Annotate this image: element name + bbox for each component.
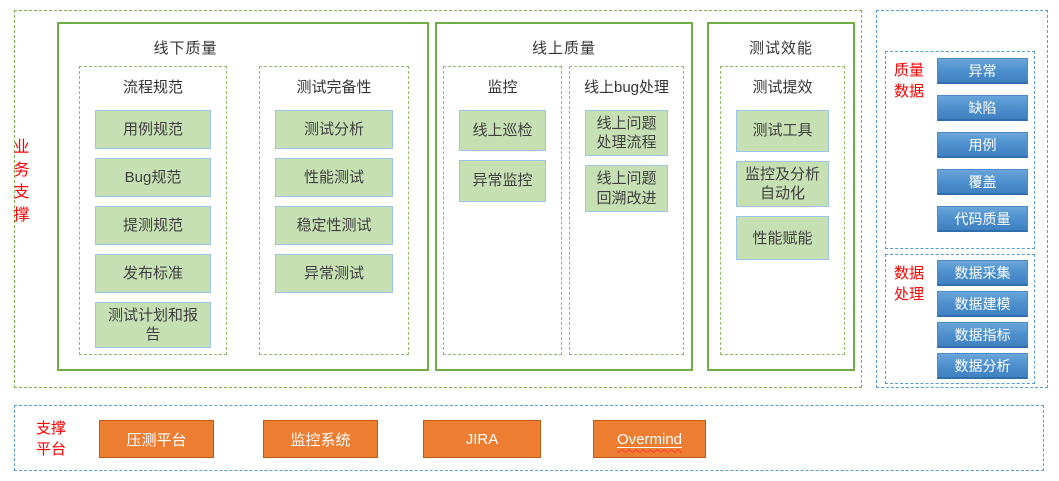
group-online-bug-handling-items: 线上问题处理流程 线上问题回溯改进 — [570, 101, 683, 212]
group-monitoring: 监控 线上巡检 异常监控 — [443, 66, 562, 355]
group-test-speedup-items: 测试工具 监控及分析自动化 性能赋能 — [721, 101, 844, 261]
section-test-efficiency-title: 测试效能 — [748, 40, 813, 57]
data-processing-label: 数据处理 — [894, 265, 925, 303]
data-exception: 异常 — [937, 58, 1028, 84]
business-support-label: 业务支撑 — [13, 139, 30, 225]
data-code-quality: 代码质量 — [937, 206, 1028, 232]
item-case-spec: 用例规范 — [95, 110, 211, 149]
item-monitor-analysis-automation: 监控及分析自动化 — [736, 161, 829, 208]
item-online-inspection: 线上巡检 — [459, 110, 546, 151]
item-test-tools: 测试工具 — [736, 110, 829, 152]
group-process-spec: 流程规范 用例规范 Bug规范 提测规范 发布标准 测试计划和报告 — [79, 66, 227, 355]
data-case: 用例 — [937, 132, 1028, 158]
group-online-bug-handling: 线上bug处理 线上问题处理流程 线上问题回溯改进 — [569, 66, 684, 355]
data-analysis: 数据分析 — [937, 353, 1028, 379]
business-support-region — [14, 10, 862, 388]
quality-data-box: 质量数据 异常 缺陷 用例 覆盖 代码质量 — [885, 51, 1035, 249]
item-stability-test: 稳定性测试 — [275, 206, 393, 245]
quality-data-label: 质量数据 — [894, 62, 925, 100]
item-online-issue-process: 线上问题处理流程 — [585, 110, 668, 157]
item-release-standard: 发布标准 — [95, 254, 211, 293]
item-test-plan-report: 测试计划和报告 — [95, 302, 211, 349]
data-metrics: 数据指标 — [937, 322, 1028, 348]
item-bug-spec: Bug规范 — [95, 158, 211, 197]
section-offline-quality: 线下质量 流程规范 用例规范 Bug规范 提测规范 发布标准 测试计划和报告 测… — [57, 22, 429, 371]
data-panel-region: 质量数据 异常 缺陷 用例 覆盖 代码质量 数据处理 数据采集 数据建模 数据指… — [876, 10, 1048, 388]
data-processing-items: 数据采集 数据建模 数据指标 数据分析 — [937, 255, 1028, 379]
item-submit-test-spec: 提测规范 — [95, 206, 211, 245]
platform-overmind: Overmind — [593, 420, 706, 458]
group-monitoring-items: 线上巡检 异常监控 — [444, 101, 561, 202]
group-test-completeness-title: 测试完备性 — [296, 79, 372, 96]
group-online-bug-handling-title: 线上bug处理 — [583, 79, 670, 96]
group-test-completeness: 测试完备性 测试分析 性能测试 稳定性测试 异常测试 — [259, 66, 409, 355]
data-collection: 数据采集 — [937, 260, 1028, 286]
section-online-quality-title: 线上质量 — [531, 40, 596, 57]
section-test-efficiency: 测试效能 测试提效 测试工具 监控及分析自动化 性能赋能 — [707, 22, 855, 371]
item-online-issue-retrospective: 线上问题回溯改进 — [585, 165, 668, 212]
quality-data-items: 异常 缺陷 用例 覆盖 代码质量 — [937, 52, 1028, 232]
group-monitoring-title: 监控 — [487, 79, 518, 96]
data-modeling: 数据建模 — [937, 291, 1028, 317]
section-offline-quality-title: 线下质量 — [153, 40, 218, 57]
item-performance-test: 性能测试 — [275, 158, 393, 197]
group-test-completeness-items: 测试分析 性能测试 稳定性测试 异常测试 — [260, 101, 408, 293]
platform-region: 支撑平台 压测平台 监控系统 JIRA Overmind — [14, 405, 1044, 471]
group-test-speedup-title: 测试提效 — [752, 79, 813, 96]
item-performance-enablement: 性能赋能 — [736, 216, 829, 261]
group-process-spec-items: 用例规范 Bug规范 提测规范 发布标准 测试计划和报告 — [80, 101, 226, 349]
data-coverage: 覆盖 — [937, 169, 1028, 195]
platform-jira: JIRA — [423, 420, 541, 458]
platform-overmind-label: Overmind — [616, 430, 683, 448]
item-exception-monitoring: 异常监控 — [459, 160, 546, 202]
platform-load-test: 压测平台 — [99, 420, 214, 458]
group-process-spec-title: 流程规范 — [122, 79, 183, 96]
platform-label: 支撑平台 — [36, 420, 67, 458]
section-online-quality: 线上质量 监控 线上巡检 异常监控 线上bug处理 线上问题处理流程 线上问题回… — [435, 22, 693, 371]
item-test-analysis: 测试分析 — [275, 110, 393, 149]
data-processing-box: 数据处理 数据采集 数据建模 数据指标 数据分析 — [885, 254, 1035, 384]
group-test-speedup: 测试提效 测试工具 监控及分析自动化 性能赋能 — [720, 66, 845, 355]
data-defect: 缺陷 — [937, 95, 1028, 121]
platform-monitor-system: 监控系统 — [263, 420, 378, 458]
item-exception-test: 异常测试 — [275, 254, 393, 293]
